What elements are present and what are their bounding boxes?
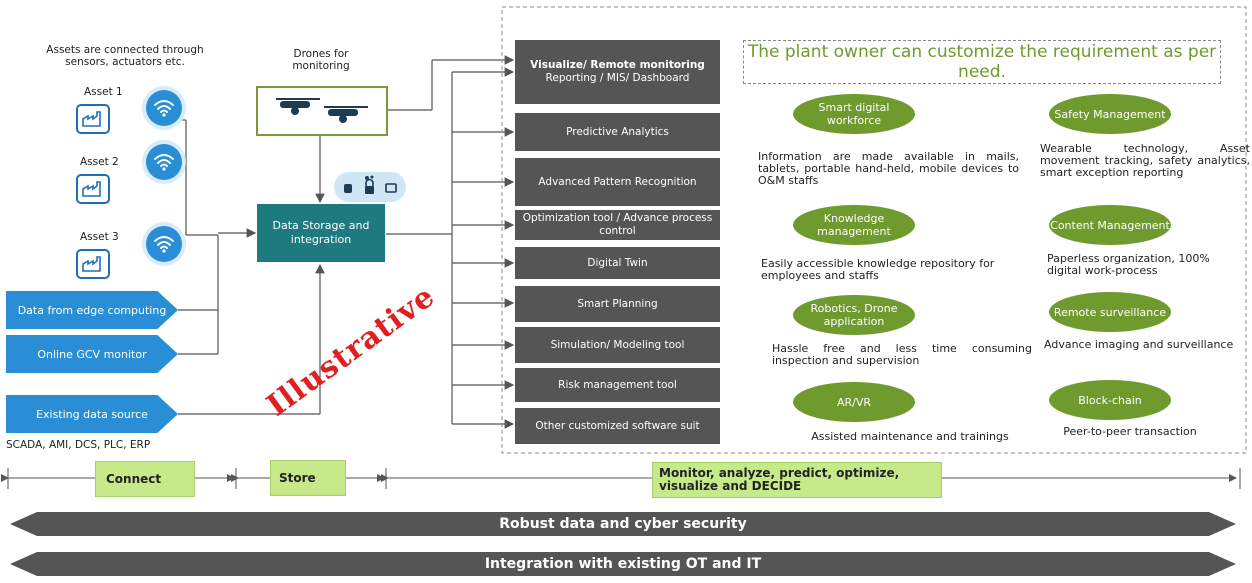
phase-store: Store bbox=[270, 460, 346, 496]
data-storage-box: Data Storage and integration bbox=[257, 204, 385, 262]
source-edge-computing: Data from edge computing bbox=[6, 291, 178, 329]
owner-headline: The plant owner can customize the requir… bbox=[743, 40, 1221, 84]
wifi-icon bbox=[146, 144, 182, 180]
capability-knowledge: Knowledge management bbox=[793, 205, 915, 245]
drones-box bbox=[256, 86, 388, 136]
source-gcv-monitor: Online GCV monitor bbox=[6, 335, 178, 373]
tool-smart-planning: Smart Planning bbox=[515, 286, 720, 322]
capability-desc: Hassle free and less time consuming insp… bbox=[772, 342, 1032, 367]
tool-risk-management: Risk management tool bbox=[515, 368, 720, 402]
capability-ar-vr: AR/VR bbox=[793, 382, 915, 422]
tool-visualize: Visualize/ Remote monitoring Reporting /… bbox=[515, 40, 720, 104]
asset-label: Asset 1 bbox=[84, 86, 123, 98]
capability-desc: Advance imaging and surveillance bbox=[1044, 338, 1234, 351]
source-existing-data: Existing data source bbox=[6, 395, 178, 433]
factory-icon bbox=[76, 249, 110, 279]
drones-caption: Drones for monitoring bbox=[292, 48, 350, 72]
capability-desc: Wearable technology, Asset movement trac… bbox=[1040, 142, 1250, 179]
cloud-icon bbox=[334, 172, 406, 202]
wifi-icon bbox=[146, 226, 182, 262]
asset-label: Asset 3 bbox=[80, 231, 119, 243]
capability-desc: Assisted maintenance and trainings bbox=[811, 430, 1009, 443]
tool-pattern-recognition: Advanced Pattern Recognition bbox=[515, 158, 720, 206]
sources-caption: SCADA, AMI, DCS, PLC, ERP bbox=[6, 439, 151, 451]
capability-desc: Information are made available in mails,… bbox=[758, 150, 1019, 187]
capability-block-chain: Block-chain bbox=[1049, 380, 1171, 420]
capability-desc: Peer-to-peer transaction bbox=[1063, 425, 1197, 438]
drone-icon bbox=[276, 98, 368, 123]
band-ot-it-integration: Integration with existing OT and IT bbox=[10, 552, 1236, 576]
tool-other-software: Other customized software suit bbox=[515, 408, 720, 444]
factory-icon bbox=[76, 104, 110, 134]
factory-icon bbox=[76, 174, 110, 204]
assets-caption: Assets are connected through sensors, ac… bbox=[46, 44, 204, 68]
asset-label: Asset 2 bbox=[80, 156, 119, 168]
capability-smart-workforce: Smart digital workforce bbox=[793, 94, 915, 134]
tool-title: Visualize/ Remote monitoring bbox=[530, 59, 705, 71]
wifi-icon bbox=[146, 90, 182, 126]
capability-desc: Paperless organization, 100% digital wor… bbox=[1047, 252, 1210, 277]
tool-subtitle: Reporting / MIS/ Dashboard bbox=[545, 72, 690, 84]
capability-safety: Safety Management bbox=[1049, 94, 1171, 134]
tool-optimization: Optimization tool / Advance process cont… bbox=[515, 210, 720, 240]
band-cyber-security: Robust data and cyber security bbox=[10, 512, 1236, 536]
tool-digital-twin: Digital Twin bbox=[515, 247, 720, 279]
capability-remote-surveillance: Remote surveillance bbox=[1049, 292, 1171, 332]
phase-connect: Connect bbox=[95, 461, 195, 497]
capability-desc: Easily accessible knowledge repository f… bbox=[761, 257, 995, 282]
capability-robotics: Robotics, Drone application bbox=[793, 295, 915, 335]
tool-simulation: Simulation/ Modeling tool bbox=[515, 327, 720, 363]
phase-decide: Monitor, analyze, predict, optimize, vis… bbox=[652, 462, 942, 498]
capability-content: Content Management bbox=[1049, 205, 1171, 245]
tool-predictive-analytics: Predictive Analytics bbox=[515, 113, 720, 151]
